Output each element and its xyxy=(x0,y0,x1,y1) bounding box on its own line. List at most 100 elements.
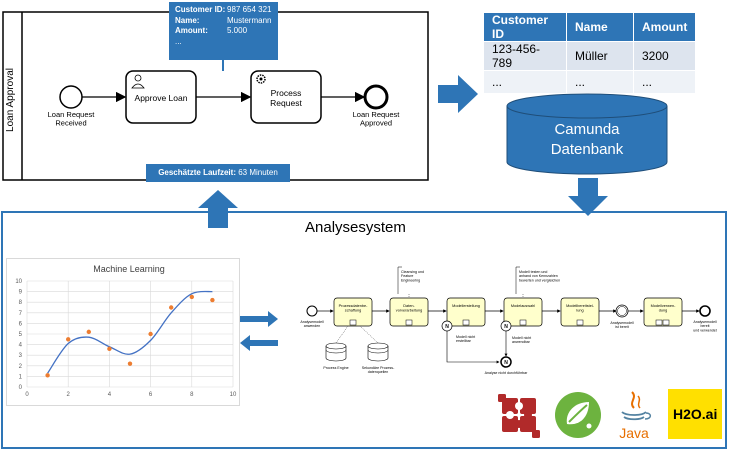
x-tick-label: 0 xyxy=(25,392,29,398)
tooltip-row-name: Name:Mustermann xyxy=(175,15,272,25)
lane-label: Loan Approval xyxy=(5,68,16,132)
expand-icon xyxy=(519,319,527,326)
x-tick-label: 8 xyxy=(190,392,194,398)
arrow-to-analysis xyxy=(568,178,608,216)
table-header-name: Name xyxy=(566,12,634,42)
error-icon: N xyxy=(504,360,508,366)
wf-start-event[interactable] xyxy=(306,305,318,317)
wf-db2-label: Sekundäre Prozess-datenquellen xyxy=(362,366,395,374)
data-point xyxy=(189,294,194,300)
wf-db-secondary-sources xyxy=(367,342,389,362)
camunda-database: Camunda Datenbank xyxy=(506,93,668,175)
database-label-line2: Datenbank xyxy=(551,141,624,158)
arrow-to-process xyxy=(198,190,238,228)
double-arrows xyxy=(240,311,278,351)
y-tick-label: 6 xyxy=(19,321,23,327)
tooltip-row-amount: Amount:5.000 xyxy=(175,26,248,35)
y-tick-label: 8 xyxy=(19,300,23,306)
x-tick-label: 6 xyxy=(149,392,153,398)
y-tick-label: 0 xyxy=(19,385,23,391)
wf-task-model-usage[interactable] xyxy=(643,297,683,327)
data-point xyxy=(86,329,92,335)
database-label-line1: Camunda xyxy=(554,121,620,138)
expand-icon xyxy=(349,319,357,326)
gear-icon xyxy=(256,74,266,84)
error-icon: N xyxy=(445,324,449,330)
tooltip-row-customer-id: Customer ID:987 654 321 xyxy=(175,5,272,14)
table-cell: 123-456-789 xyxy=(483,41,567,71)
error-icon: N xyxy=(504,324,508,330)
wf-fail-label: Analyse nicht durchführbar xyxy=(485,371,529,375)
wf-task-model-deployment[interactable] xyxy=(560,297,600,327)
puzzle-logo xyxy=(498,394,540,438)
table-row: ... ... ... xyxy=(483,70,697,94)
expand-icon xyxy=(405,319,413,326)
data-point xyxy=(210,297,215,303)
java-logo: Java xyxy=(619,391,652,441)
x-tick-label: 4 xyxy=(108,392,112,398)
y-tick-label: 4 xyxy=(19,343,23,349)
table-header-customer-id: Customer ID xyxy=(483,12,567,42)
customer-tooltip: Customer ID:987 654 321 Name:Mustermann … xyxy=(169,2,278,60)
x-tick-label: 10 xyxy=(230,392,237,398)
expand-icon xyxy=(662,319,670,326)
wf-intermediate-event[interactable] xyxy=(615,304,629,318)
table-cell: Müller xyxy=(566,41,634,71)
h2o-logo: H2O.ai xyxy=(668,389,722,439)
wf-db1-label: Process Engine xyxy=(323,366,348,370)
user-icon xyxy=(131,74,145,89)
table-cell: ... xyxy=(483,70,567,94)
table-cell: ... xyxy=(566,70,634,94)
wf-task5-label: Modellbereitstel-lung xyxy=(566,304,595,312)
wf-task-data-acquisition[interactable] xyxy=(333,297,373,327)
y-tick-label: 2 xyxy=(19,364,23,370)
y-tick-label: 10 xyxy=(15,279,22,285)
chart-title: Machine Learning xyxy=(93,264,165,274)
wf-task-model-creation[interactable] xyxy=(446,297,486,327)
wf-db-process-engine xyxy=(325,342,347,362)
expand-icon xyxy=(462,319,470,326)
wf-task1-label: Prozessdatenbe-schaffung xyxy=(339,304,368,312)
wf-task3-label: Modellerstellung xyxy=(452,304,480,308)
data-point xyxy=(66,337,71,342)
wf-task6-label: Modellverwen-dung xyxy=(651,304,676,312)
h2o-logo-text: H2O.ai xyxy=(673,406,718,422)
wf-task2-label: Daten-vorverarbeitung xyxy=(396,304,422,312)
expand-icon xyxy=(576,319,584,326)
spring-logo xyxy=(555,392,601,438)
java-logo-text: Java xyxy=(619,425,649,441)
analysis-system-box xyxy=(1,211,727,449)
analysis-system-title: Analysesystem xyxy=(305,219,406,236)
customer-table: Customer ID Name Amount 123-456-789 Müll… xyxy=(483,12,697,94)
wf-end-event[interactable] xyxy=(699,305,711,317)
x-tick-label: 2 xyxy=(67,392,71,398)
table-row: 123-456-789 Müller 3200 xyxy=(483,41,697,71)
wf-task-model-selection[interactable] xyxy=(503,297,543,327)
fit-curve xyxy=(47,290,213,374)
data-point xyxy=(148,331,153,337)
wf-fail-end-event[interactable] xyxy=(500,356,512,368)
end-event[interactable] xyxy=(363,84,389,110)
start-event[interactable] xyxy=(59,85,83,109)
y-tick-label: 9 xyxy=(19,290,23,296)
y-tick-label: 3 xyxy=(19,353,23,359)
table-cell: ... xyxy=(632,70,697,94)
table-cell: 3200 xyxy=(632,41,697,71)
wf-task-preprocessing[interactable] xyxy=(389,297,429,327)
y-tick-label: 1 xyxy=(19,374,23,380)
data-point xyxy=(45,373,50,378)
data-point xyxy=(169,305,174,310)
wf-task4-label: Modelauswahl xyxy=(511,304,535,308)
